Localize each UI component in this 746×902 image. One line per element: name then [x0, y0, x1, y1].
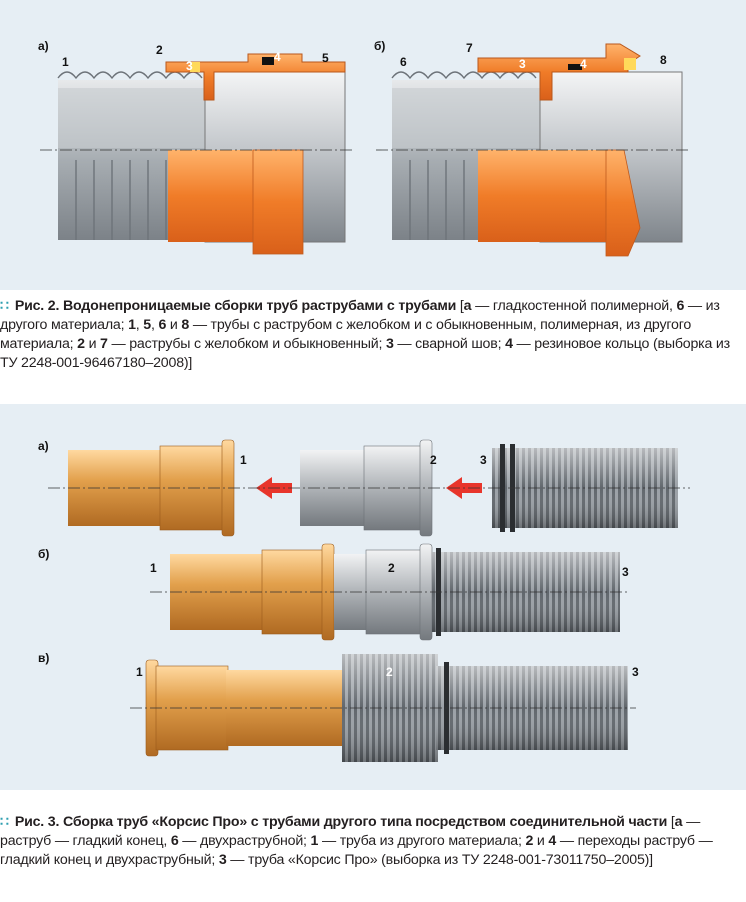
label-2: 2 [156, 43, 163, 57]
fig2-assembly-a [40, 53, 352, 255]
socket-7-section [477, 43, 641, 101]
label-3b: 3 [519, 57, 526, 71]
figure-2-panel: а) 1 2 3 4 5 б) 6 7 3 4 8 [0, 0, 746, 290]
label-a: а) [38, 39, 49, 53]
label-4b: 4 [580, 57, 587, 71]
label-b3: 3 [622, 565, 629, 579]
rubber-ring-4b [568, 64, 582, 70]
label-a1: 1 [240, 453, 247, 467]
socket-2-section [165, 53, 346, 101]
label-b: б) [38, 547, 49, 561]
label-1: 1 [62, 55, 69, 69]
figure-3-panel: а) 1 2 3 б) 1 2 3 в) 1 2 3 [0, 404, 746, 790]
figure-2-drawing: а) 1 2 3 4 5 б) 6 7 3 4 8 [38, 39, 690, 257]
label-v: в) [38, 651, 49, 665]
label-v1: 1 [136, 665, 143, 679]
fig3-row-v [130, 654, 636, 762]
figure-3-caption: ∷Рис. 3. Сборка труб «Корсис Про» с труб… [0, 814, 713, 868]
label-b1: 1 [150, 561, 157, 575]
label-a3: 3 [480, 453, 487, 467]
socket-2-body [168, 150, 253, 242]
weld-3b [624, 58, 636, 70]
label-b2: 2 [388, 561, 395, 575]
label-a: а) [38, 439, 49, 453]
label-v3: 3 [632, 665, 639, 679]
label-b: б) [374, 39, 385, 53]
label-8: 8 [660, 53, 667, 67]
rubber-ring-4 [262, 57, 274, 65]
fig3-row-a [48, 439, 690, 537]
fig3-row-b [150, 543, 630, 641]
figure-2-caption: ∷Рис. 2. Водонепроницаемые сборки труб р… [0, 298, 730, 371]
label-v2: 2 [386, 665, 393, 679]
fig2-assembly-b [376, 43, 690, 257]
label-a2: 2 [430, 453, 437, 467]
label-3: 3 [186, 59, 193, 73]
socket-2-groove [252, 149, 304, 255]
figure-3-drawing: а) 1 2 3 б) 1 2 3 в) 1 2 3 [38, 439, 690, 762]
bullet-icon: ∷ [0, 298, 9, 314]
label-4: 4 [274, 50, 281, 64]
socket-7-body [478, 150, 608, 242]
label-7: 7 [466, 41, 473, 55]
bullet-icon: ∷ [0, 814, 9, 830]
label-5: 5 [322, 51, 329, 65]
label-6: 6 [400, 55, 407, 69]
weld-3 [190, 62, 200, 72]
corrugation-lines [57, 71, 203, 240]
